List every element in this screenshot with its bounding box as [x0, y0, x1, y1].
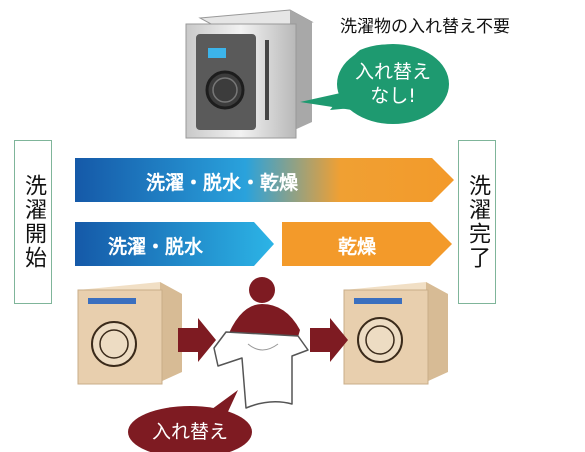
- no-swap-bubble-text: 入れ替え なし!: [345, 60, 441, 108]
- swap-bubble-text: 入れ替え: [151, 421, 228, 443]
- washing-machine-icon: [77, 282, 182, 385]
- wash-process-label: 洗濯・脱水: [108, 236, 204, 258]
- dry-process-label: 乾燥: [338, 236, 377, 258]
- transfer-arrow-left-icon: [178, 318, 216, 362]
- dry-process-arrow: [282, 222, 452, 266]
- wash-start-box: 洗濯開始: [14, 140, 52, 304]
- transfer-arrow-right-icon: [310, 318, 348, 362]
- no-swap-bubble-line-2: なし!: [370, 85, 416, 107]
- combined-process-label: 洗濯・脱水・乾燥: [146, 172, 299, 194]
- no-swap-bubble: [300, 44, 449, 124]
- swap-bubble: [128, 390, 252, 452]
- dryer-machine-icon: [343, 282, 448, 385]
- page-title: 洗濯物の入れ替え不要: [340, 17, 510, 37]
- wash-complete-box: 洗濯完了: [458, 140, 496, 304]
- no-swap-bubble-line-1: 入れ替え: [354, 61, 431, 83]
- combined-process-arrow: [75, 158, 454, 202]
- person-carrying-laundry-icon: [213, 277, 309, 409]
- wash-process-arrow: [75, 222, 274, 266]
- washer-dryer-icon: [185, 9, 314, 139]
